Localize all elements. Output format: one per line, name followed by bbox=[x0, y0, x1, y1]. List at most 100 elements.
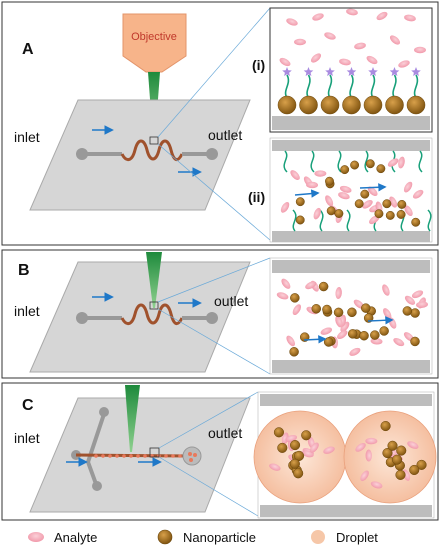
panel-a-frame bbox=[1, 1, 439, 246]
analyte-icon bbox=[412, 189, 424, 199]
inset-c bbox=[253, 391, 437, 519]
panel-c-letter: C bbox=[22, 397, 34, 414]
nanoparticle-icon bbox=[380, 420, 391, 432]
receptor-star-icon bbox=[389, 67, 400, 76]
nanoparticle-icon bbox=[409, 464, 420, 476]
nanoparticle-icon bbox=[334, 209, 344, 218]
analyte-icon bbox=[367, 186, 378, 197]
analyte-icon bbox=[366, 55, 378, 65]
laser-beam-b bbox=[146, 252, 162, 308]
nanoparticle-icon bbox=[273, 427, 284, 438]
receptor-star-icon bbox=[325, 67, 335, 76]
analyte-icon bbox=[404, 295, 416, 305]
analyte-icon bbox=[309, 442, 319, 453]
droplet-icon bbox=[136, 454, 140, 458]
panel-c-outlet: outlet bbox=[208, 425, 242, 441]
panel-c-inlet: inlet bbox=[14, 430, 40, 446]
analyte-icon bbox=[393, 337, 405, 347]
analyte-icon bbox=[306, 181, 319, 189]
nanoparticle-icon bbox=[299, 95, 318, 115]
analyte-icon bbox=[403, 181, 413, 193]
analyte-icon bbox=[290, 170, 300, 180]
panel-b-frame bbox=[1, 249, 439, 379]
inset-b bbox=[269, 257, 433, 375]
nanoparticle-icon bbox=[325, 176, 334, 186]
analyte-icon bbox=[335, 287, 342, 300]
nanoparticle-icon bbox=[277, 442, 288, 453]
nanoparticle-icon bbox=[396, 445, 407, 456]
nanoparticle-icon bbox=[374, 209, 384, 219]
panel-b-inlet: inlet bbox=[14, 303, 40, 319]
droplet-icon bbox=[164, 454, 168, 458]
legend-nanoparticle-label: Nanoparticle bbox=[183, 530, 256, 545]
nanoparticle-icon bbox=[385, 95, 404, 115]
objective-icon bbox=[122, 13, 187, 73]
droplet-icon bbox=[311, 530, 325, 544]
droplet-icon bbox=[129, 454, 133, 458]
nanoparticle-icon bbox=[360, 189, 370, 199]
analyte-icon bbox=[324, 32, 336, 40]
inset-a-ii: (ii) bbox=[248, 137, 433, 243]
analyte-icon bbox=[362, 199, 373, 209]
legend: Analyte Nanoparticle Droplet bbox=[28, 529, 378, 545]
analyte-icon bbox=[305, 281, 317, 290]
receptor-star-icon bbox=[368, 67, 378, 76]
nanoparticle-icon bbox=[323, 337, 334, 347]
panel-b-outlet: outlet bbox=[214, 293, 248, 309]
analyte-icon bbox=[404, 14, 416, 22]
analyte-icon bbox=[360, 470, 369, 482]
nanoparticle-icon bbox=[406, 95, 426, 115]
analyte-icon bbox=[370, 481, 383, 489]
nanoparticle-icon bbox=[157, 529, 173, 545]
droplet-icon bbox=[115, 454, 119, 458]
immobilized-particles bbox=[277, 67, 426, 115]
analyte-icon bbox=[286, 18, 298, 26]
droplet-icon bbox=[108, 454, 112, 458]
analyte-icon bbox=[314, 170, 327, 177]
nanoparticle-icon bbox=[347, 307, 357, 318]
nanoparticle-icon bbox=[410, 336, 420, 347]
analyte-icon bbox=[279, 57, 291, 67]
nanoparticle-icon bbox=[289, 347, 299, 357]
analyte-icon bbox=[339, 185, 352, 193]
nanoparticle-icon bbox=[295, 215, 305, 225]
nanoparticle-icon bbox=[370, 330, 380, 340]
nanoparticle-icon bbox=[326, 206, 336, 216]
panel-a-outlet: outlet bbox=[208, 127, 242, 143]
analyte-icon bbox=[382, 284, 390, 296]
analyte-icon bbox=[365, 449, 372, 462]
analyte-icon bbox=[414, 46, 426, 54]
analyte-icon bbox=[404, 205, 413, 217]
analyte-icon bbox=[28, 532, 44, 542]
chip-b bbox=[29, 261, 251, 373]
free-analytes bbox=[279, 8, 426, 68]
droplet-icon bbox=[101, 454, 105, 458]
legend-droplet-label: Droplet bbox=[336, 530, 378, 545]
analyte-icon bbox=[355, 442, 366, 452]
nanoparticle-icon bbox=[318, 281, 329, 292]
analyte-icon bbox=[346, 8, 358, 16]
analyte-icon bbox=[292, 304, 301, 316]
panel-a: A Objective inlet outlet (i) bbox=[1, 1, 439, 246]
droplet-icon bbox=[94, 454, 98, 458]
laser-beam-c bbox=[125, 385, 140, 452]
panel-a-letter: A bbox=[22, 41, 34, 58]
flow-arrow bbox=[303, 335, 327, 344]
analyte-icon bbox=[416, 301, 428, 308]
inset-label-ii: (ii) bbox=[248, 189, 265, 205]
flow-arrow bbox=[294, 189, 320, 198]
nanoparticle-icon bbox=[289, 458, 300, 469]
analyte-icon bbox=[325, 195, 334, 207]
analyte-icon bbox=[340, 321, 350, 332]
nanoparticle-icon bbox=[382, 448, 393, 459]
panel-c: C inlet outlet bbox=[1, 382, 439, 521]
objective-label: Objective bbox=[131, 31, 177, 43]
panel-a-inlet: inlet bbox=[14, 129, 40, 145]
nanoparticle-icon bbox=[416, 459, 427, 470]
analyte-icon bbox=[365, 437, 378, 445]
nanoparticle-icon bbox=[293, 450, 305, 461]
analyte-icon bbox=[411, 290, 424, 299]
nanoparticle-icon bbox=[342, 95, 361, 115]
analyte-icon bbox=[398, 60, 410, 68]
